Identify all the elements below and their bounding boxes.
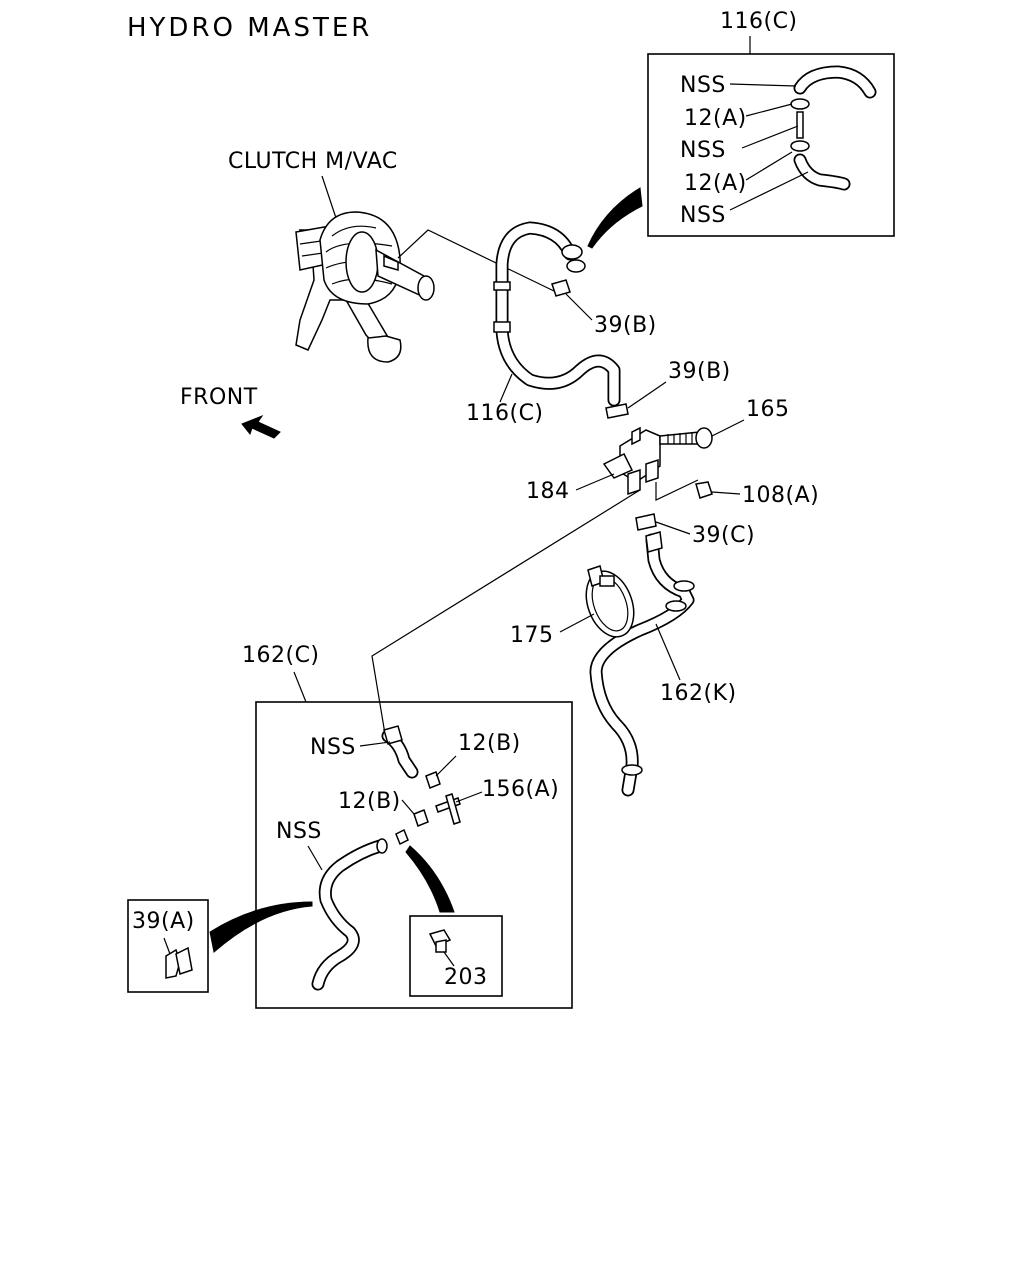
bolt-165 [659, 427, 713, 449]
inset-116c-parts [729, 65, 877, 211]
inset-box-162c [255, 701, 573, 1009]
front-label: FRONT [180, 385, 258, 410]
front-arrow-icon [241, 414, 281, 439]
clutch-mvac-label: CLUTCH M/VAC [228, 149, 398, 174]
callout-116c-top: 116(C) [720, 9, 798, 34]
callout-nss-5: NSS [276, 819, 322, 844]
pointer-to-39a [209, 901, 313, 953]
diagram-title: HYDRO MASTER [127, 13, 372, 43]
callout-39b-2: 39(B) [668, 359, 731, 384]
clip-39a [163, 937, 193, 979]
callout-203: 203 [444, 965, 488, 990]
leader-to-inset-162c [371, 489, 641, 741]
callout-162c: 162(C) [242, 643, 320, 668]
clamp-39b-lower [605, 403, 629, 419]
callout-12a-1: 12(A) [684, 106, 747, 131]
inset-162c-parts [307, 725, 483, 991]
callout-12b-2: 12(B) [338, 789, 401, 814]
joint-184 [602, 426, 661, 496]
callout-12a-2: 12(A) [684, 171, 747, 196]
callout-nss-3: NSS [680, 203, 726, 228]
pointer-to-203 [405, 845, 455, 913]
callout-39c: 39(C) [692, 523, 755, 548]
inset-box-203 [409, 915, 503, 997]
bolt-108a [695, 481, 713, 499]
callout-39a: 39(A) [132, 909, 195, 934]
bolt-203 [428, 929, 452, 953]
inset-box-39a [127, 899, 209, 993]
clamp-39c [635, 513, 657, 531]
clutch-master-vac-drawing [295, 211, 435, 363]
callout-175: 175 [510, 623, 554, 648]
callout-nss-4: NSS [310, 735, 356, 760]
callout-184: 184 [526, 479, 570, 504]
callout-116c-hose: 116(C) [466, 401, 544, 426]
callout-nss-1: NSS [680, 73, 726, 98]
callout-39b-1: 39(B) [594, 313, 657, 338]
callout-162k: 162(K) [660, 681, 737, 706]
clutch-leader [321, 175, 337, 219]
callout-108a: 108(A) [742, 483, 819, 508]
inset-box-116c [647, 53, 895, 237]
hose-162k [589, 531, 695, 797]
clutch-connection-line [397, 229, 557, 293]
inset-pointer-arrow [587, 187, 643, 249]
callout-156a: 156(A) [482, 777, 559, 802]
callout-12b-1: 12(B) [458, 731, 521, 756]
hose-116c [493, 221, 621, 407]
callout-165: 165 [746, 397, 790, 422]
callout-nss-2: NSS [680, 138, 726, 163]
clamp-175 [585, 565, 635, 638]
